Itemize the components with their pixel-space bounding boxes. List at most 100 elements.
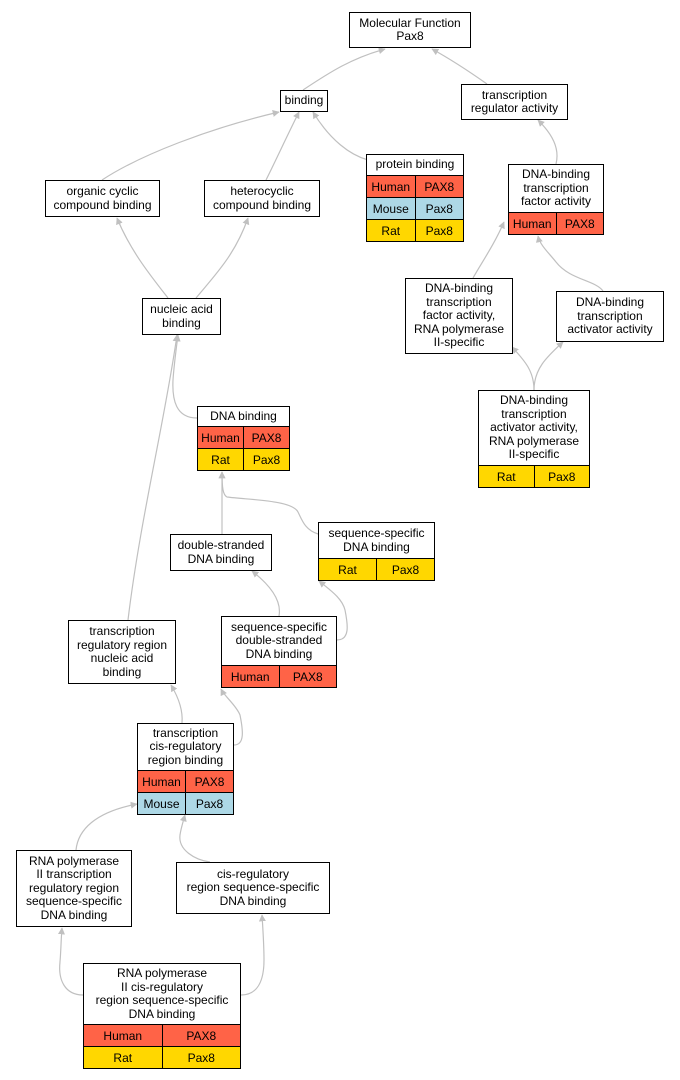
node-nucleic-acid-binding[interactable]: nucleic acid binding: [142, 298, 221, 335]
node-label: DNA-binding transcription activator acti…: [488, 393, 580, 462]
gene-cell: Pax8: [243, 449, 289, 470]
gene-cell: Pax8: [533, 466, 589, 487]
node-label: double-stranded DNA binding: [177, 538, 265, 566]
node-label: transcription cis-regulatory region bind…: [147, 725, 224, 767]
species-cell: Human: [84, 1025, 162, 1046]
gene-cell: Pax8: [161, 1047, 240, 1068]
edge-tra-to-mf: [431, 48, 488, 85]
edge-nab-to-ocb: [116, 217, 169, 299]
node-binding[interactable]: binding: [280, 90, 328, 112]
node-heterocyclic-compound-binding[interactable]: heterocyclic compound binding: [204, 180, 320, 217]
node-cis-regulatory-region-sequence-specific-dna-binding[interactable]: cis-regulatory region sequence-specific …: [176, 862, 330, 914]
species-cell: Rat: [319, 559, 376, 580]
node-label: DNA-binding transcription activator acti…: [567, 295, 653, 337]
edge-trrnab-to-nab: [127, 334, 180, 621]
node-rnap-ii-transcription-regulatory-region-ssdb[interactable]: RNA polymerase II transcription regulato…: [16, 850, 132, 927]
node-sequence-specific-double-stranded-dna-binding[interactable]: sequence-specific double-stranded DNA bi…: [221, 616, 337, 688]
species-cell: Human: [138, 771, 185, 792]
node-transcription-regulatory-region-nucleic-acid-binding[interactable]: transcription regulatory region nucleic …: [68, 620, 176, 684]
node-label: nucleic acid binding: [150, 302, 213, 330]
gene-cell: PAX8: [414, 176, 463, 197]
node-label: Molecular Function Pax8: [359, 15, 461, 43]
node-dna-binding-transcription-factor-activity[interactable]: DNA-binding transcription factor activit…: [508, 164, 604, 235]
edge-ssdsdb-to-dsdb: [251, 570, 281, 617]
edge-dbtaa-to-dbtfa: [535, 235, 604, 292]
species-cell: Rat: [84, 1047, 162, 1068]
node-label: binding: [284, 93, 324, 108]
edge-rp2trr-to-tcrrb: [75, 801, 138, 851]
node-organic-cyclic-compound-binding[interactable]: organic cyclic compound binding: [45, 180, 160, 217]
edge-dbtaa2-to-dbtaa: [533, 341, 564, 391]
node-dna-binding-tf-activity-rnap-ii-specific[interactable]: DNA-binding transcription factor activit…: [405, 278, 513, 354]
node-label: transcription regulator activity: [470, 87, 559, 115]
species-cell: Rat: [367, 220, 415, 241]
species-cell: Rat: [479, 466, 534, 487]
node-label: DNA-binding transcription factor activit…: [413, 281, 505, 350]
gene-cell: PAX8: [161, 1025, 240, 1046]
edge-dbtaa2-to-dbtfa2: [511, 346, 535, 391]
edge-pb-to-binding: [312, 111, 369, 161]
node-dna-binding-transcription-activator-activity-rnap-ii[interactable]: DNA-binding transcription activator acti…: [478, 390, 590, 488]
gene-cell: PAX8: [555, 213, 603, 234]
node-label: DNA binding: [210, 408, 277, 423]
edge-rp2crr-to-crrssdb: [240, 914, 266, 996]
edge-rp2crr-to-rp2trr: [57, 927, 84, 996]
node-double-stranded-dna-binding[interactable]: double-stranded DNA binding: [170, 534, 272, 571]
edge-ssdb-to-dnab: [218, 471, 319, 535]
species-cell: Human: [222, 666, 279, 687]
species-cell: Mouse: [138, 793, 185, 814]
node-label: sequence-specific DNA binding: [328, 526, 425, 554]
node-label: transcription regulatory region nucleic …: [76, 624, 168, 679]
node-transcription-regulator-activity[interactable]: transcription regulator activity: [461, 84, 568, 120]
gene-cell: PAX8: [185, 771, 233, 792]
node-label: heterocyclic compound binding: [212, 184, 312, 212]
node-label: organic cyclic compound binding: [53, 184, 152, 212]
species-cell: Rat: [198, 449, 243, 470]
edge-ssdsdb-to-ssdb: [318, 580, 348, 641]
node-label: RNA polymerase II cis-regulatory region …: [95, 966, 229, 1021]
gene-cell: PAX8: [278, 666, 336, 687]
node-label: sequence-specific double-stranded DNA bi…: [230, 619, 328, 661]
species-cell: Human: [367, 176, 415, 197]
node-molecular-function-pax8[interactable]: Molecular Function Pax8: [349, 12, 471, 48]
edge-binding-to-mf: [302, 47, 386, 91]
species-cell: Human: [509, 213, 556, 234]
node-rnap-ii-cis-regulatory-region-ssdb[interactable]: RNA polymerase II cis-regulatory region …: [83, 963, 241, 1069]
gene-cell: Pax8: [414, 220, 463, 241]
node-label: RNA polymerase II transcription regulato…: [25, 853, 123, 922]
gene-cell: Pax8: [185, 793, 233, 814]
gene-cell: Pax8: [414, 198, 463, 219]
node-label: cis-regulatory region sequence-specific …: [186, 866, 320, 908]
edge-nab-to-hcb: [195, 217, 250, 299]
edge-dbtfa-to-tra: [537, 119, 558, 165]
node-label: protein binding: [375, 157, 455, 172]
gene-cell: Pax8: [376, 559, 434, 580]
node-transcription-cis-regulatory-region-binding[interactable]: transcription cis-regulatory region bind…: [137, 723, 234, 815]
species-cell: Human: [198, 427, 243, 448]
edge-dbtfa2-to-dbtfa: [472, 221, 505, 279]
node-dna-binding-transcription-activator-activity[interactable]: DNA-binding transcription activator acti…: [556, 291, 664, 342]
gene-cell: PAX8: [243, 427, 289, 448]
edge-dnab-to-nab: [172, 334, 198, 419]
edge-hcb-to-binding: [265, 111, 300, 181]
edge-crrssdb-to-tcrrb: [179, 814, 211, 863]
species-cell: Mouse: [367, 198, 415, 219]
